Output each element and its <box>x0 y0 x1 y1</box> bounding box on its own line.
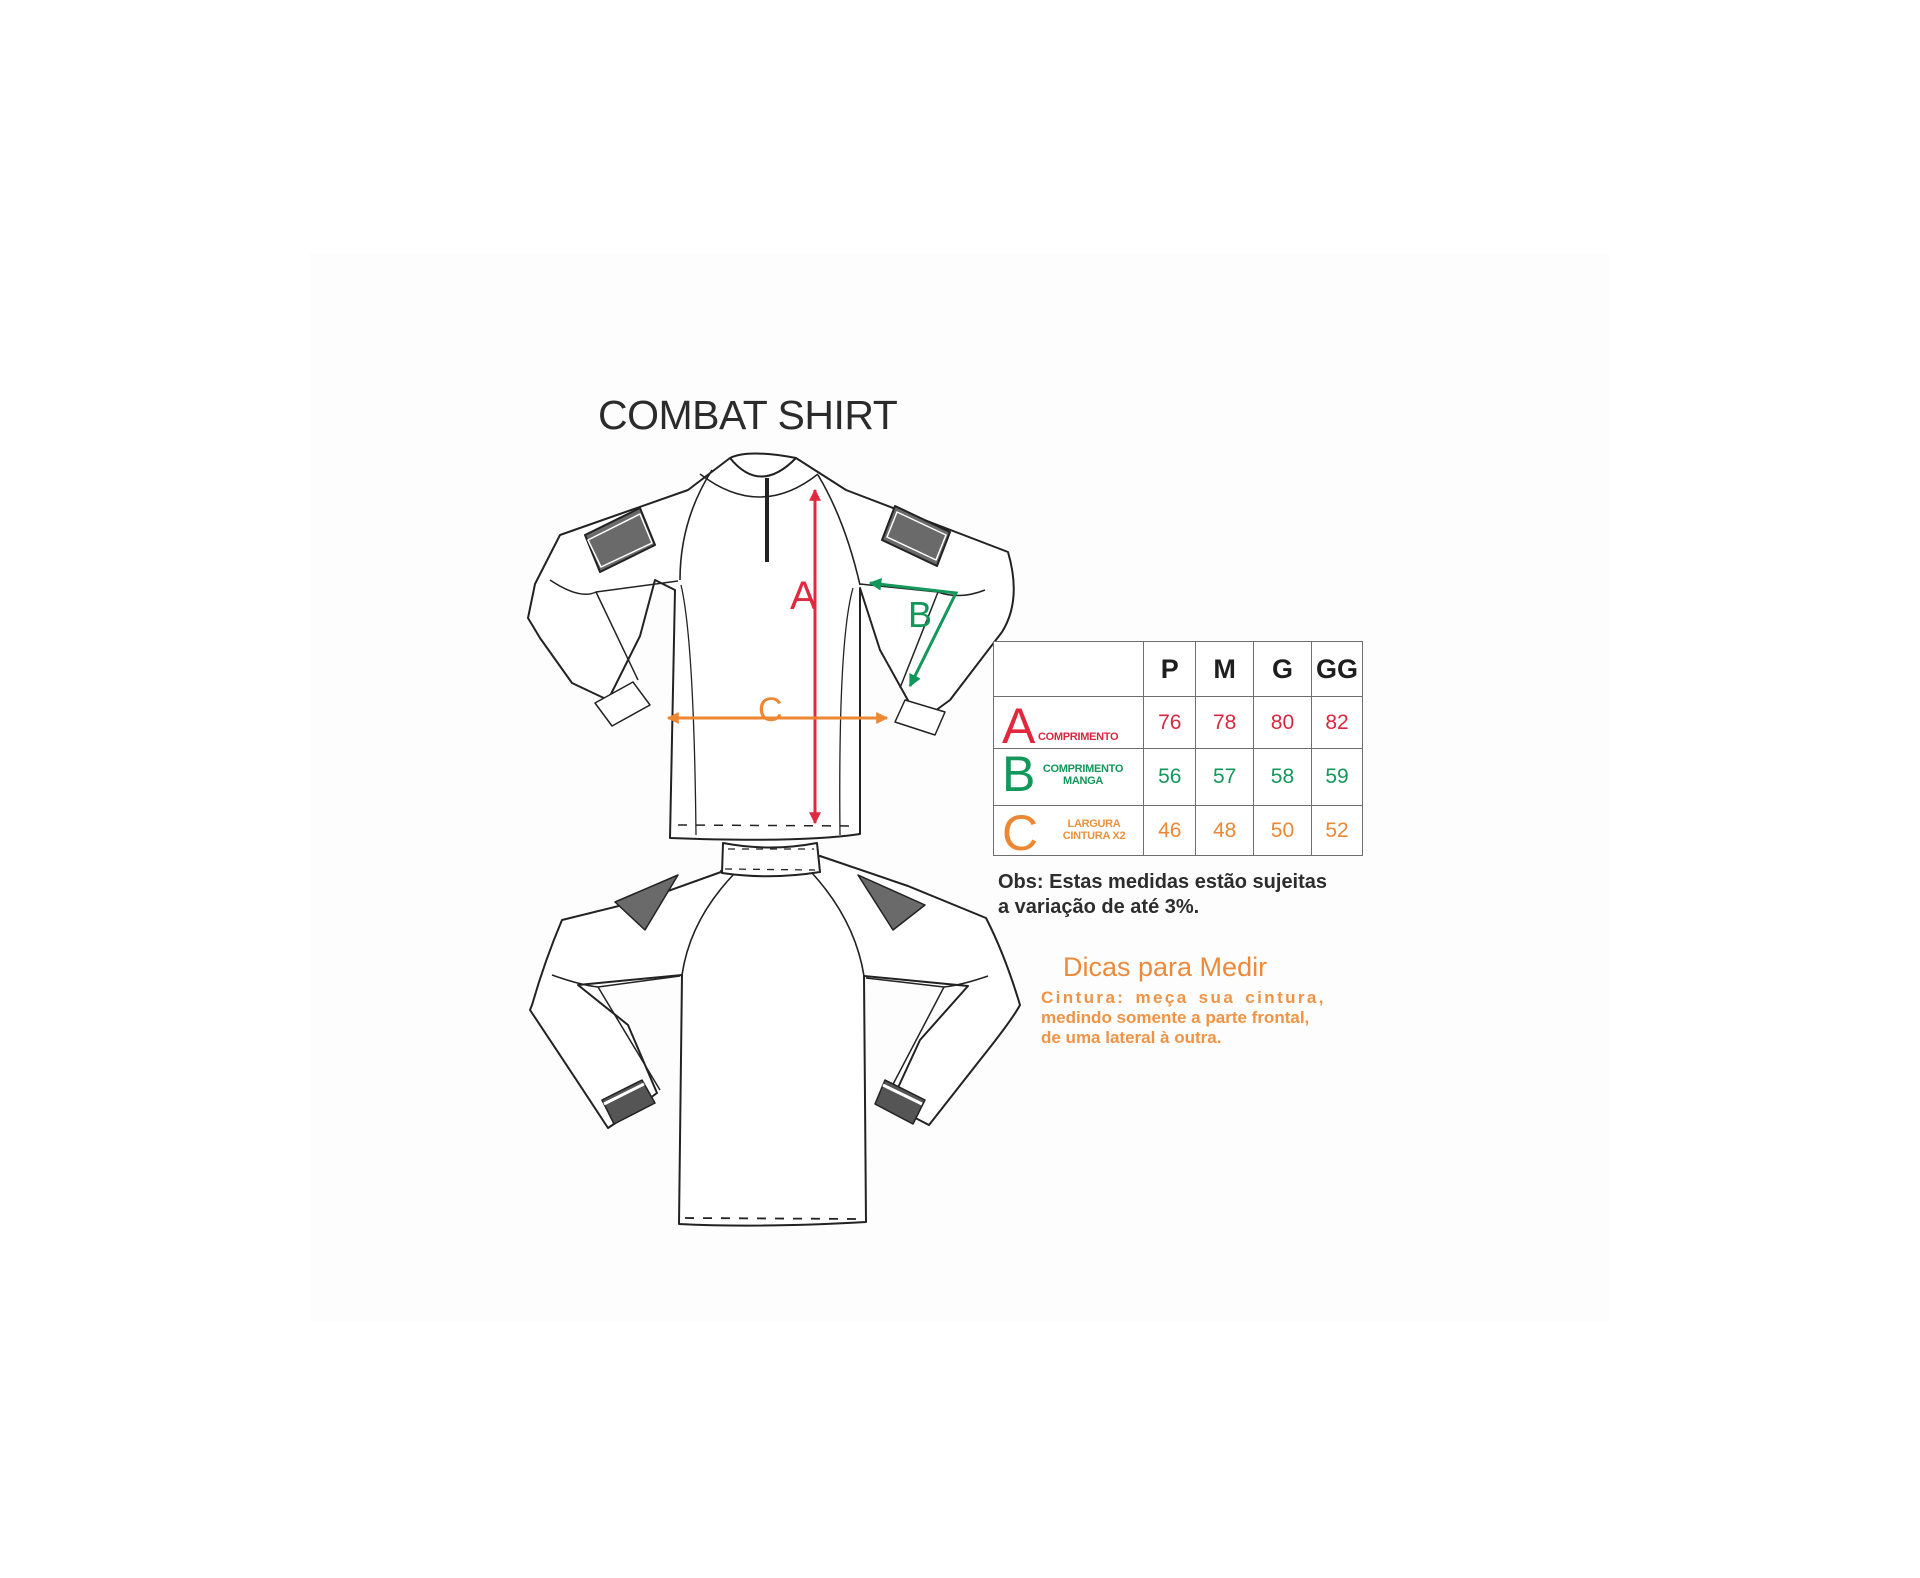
tips-body: Cintura: meça sua cintura, medindo somen… <box>1041 988 1341 1048</box>
diagram-panel <box>310 253 1609 1322</box>
measure-value: 58 <box>1252 748 1313 806</box>
measure-a-label: A <box>790 574 817 618</box>
diagram-title: COMBAT SHIRT <box>598 392 898 438</box>
measure-value: 52 <box>1311 805 1363 856</box>
row-description-line1: COMPRIMENTO <box>1042 763 1124 775</box>
header-empty-cell <box>992 641 1145 697</box>
measure-b-label: B <box>908 594 933 635</box>
row-letter: C <box>1002 805 1039 861</box>
variation-note-line1: Obs: Estas medidas estão sujeitas <box>998 871 1328 893</box>
measure-value: 78 <box>1195 696 1254 749</box>
row-label: B COMPRIMENTO MANGA <box>992 746 1145 806</box>
measure-value: 56 <box>1143 748 1197 806</box>
row-description-line1: LARGURA <box>1067 818 1121 830</box>
measure-row-c: C LARGURA CINTURA X2 46 48 50 52 <box>992 805 1363 861</box>
variation-note: Obs: Estas medidas estão sujeitas a vari… <box>998 870 1398 920</box>
size-header: P <box>1143 641 1197 697</box>
front-shirt-illustration <box>527 452 1015 841</box>
measure-value: 76 <box>1143 696 1197 749</box>
measure-c-label: C <box>758 691 783 729</box>
row-label: C LARGURA CINTURA X2 <box>992 805 1145 861</box>
back-shirt-illustration <box>529 842 1021 1227</box>
measure-value: 80 <box>1252 696 1313 749</box>
row-description-line2: MANGA <box>1062 775 1104 787</box>
measure-value: 57 <box>1195 748 1254 806</box>
tips-line2: medindo somente a parte frontal, <box>1041 1008 1310 1027</box>
measure-value: 50 <box>1252 805 1313 856</box>
size-header: M <box>1195 641 1254 697</box>
measure-row-b: B COMPRIMENTO MANGA 56 57 58 59 <box>992 746 1363 806</box>
measure-row-a: A COMPRIMENTO 76 78 80 82 <box>992 696 1363 754</box>
row-description: COMPRIMENTO <box>1038 731 1119 743</box>
measure-value: 59 <box>1311 748 1363 806</box>
row-letter: A <box>1002 698 1036 754</box>
tips-title: Dicas para Medir <box>1063 952 1268 982</box>
variation-note-line2: a variação de até 3%. <box>998 896 1200 918</box>
measure-value: 46 <box>1143 805 1197 856</box>
size-header: GG <box>1311 641 1363 697</box>
row-letter: B <box>1002 746 1036 802</box>
measure-value: 82 <box>1311 696 1363 749</box>
tips-line3: de uma lateral à outra. <box>1041 1028 1222 1047</box>
measurement-arrows <box>666 488 959 825</box>
tips-line1: Cintura: meça sua cintura, <box>1041 988 1326 1007</box>
measure-value: 48 <box>1195 805 1254 856</box>
row-description-line2: CINTURA X2 <box>1062 830 1126 842</box>
row-description: COMPRIMENTO MANGA <box>1035 763 1131 787</box>
size-header: G <box>1252 641 1313 697</box>
size-header-row: P M G GG <box>992 641 1363 697</box>
row-description: LARGURA CINTURA X2 <box>1049 818 1139 842</box>
measure-b-arrow <box>868 578 959 688</box>
size-chart-table: P M G GG A COMPRIMENTO 76 78 80 82 B COM… <box>992 641 1363 861</box>
row-label: A COMPRIMENTO <box>992 696 1145 754</box>
